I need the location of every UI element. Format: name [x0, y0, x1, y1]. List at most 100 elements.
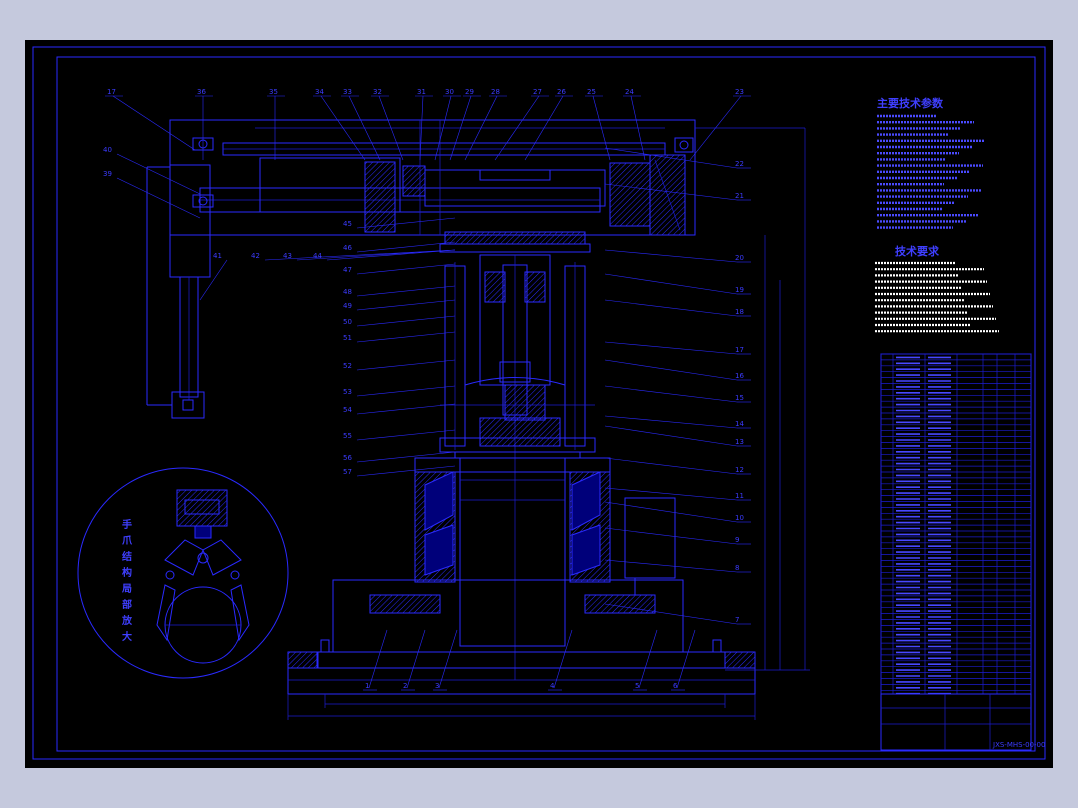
center-column	[439, 231, 596, 680]
callout-leader	[406, 629, 426, 689]
callout-leader	[326, 249, 456, 261]
callout-label: 8	[735, 564, 739, 572]
callout-leader	[199, 259, 228, 301]
callout-leader	[604, 559, 738, 573]
callout-label: 24	[625, 88, 634, 96]
callout-leader	[356, 465, 456, 477]
callout-label: 32	[373, 88, 382, 96]
callout-leader	[604, 487, 738, 501]
gripper-caption-char: 爪	[122, 535, 133, 547]
callout-leader	[356, 451, 456, 463]
dimension-lines	[695, 127, 810, 671]
callout-leader	[638, 629, 658, 689]
callout-label: 49	[343, 302, 352, 310]
gripper-caption-char: 构	[122, 566, 132, 579]
callout-label: 5	[635, 682, 639, 690]
callout-leader	[604, 273, 738, 295]
gripper-caption-char: 局	[121, 583, 132, 595]
callout-leader	[494, 95, 540, 161]
callout-label: 29	[465, 88, 474, 96]
callout-leader	[604, 457, 738, 475]
callout-label: 23	[735, 88, 744, 96]
callout-leader	[356, 359, 456, 371]
params-panel: 主要技术参数 技术要求	[875, 96, 999, 333]
callout-leader	[604, 147, 738, 169]
callout-leader	[419, 95, 424, 161]
callout-label: 17	[107, 88, 116, 96]
callout-label: 14	[735, 420, 744, 428]
callout-label: 21	[735, 192, 744, 200]
callout-leader	[604, 501, 738, 523]
callout-label: 39	[103, 170, 112, 178]
callout-leader	[604, 341, 738, 355]
callout-label: 19	[735, 286, 744, 294]
callout-label: 30	[445, 88, 454, 96]
callout-leader	[438, 629, 458, 689]
callout-label: 4	[550, 682, 555, 690]
callout-leader	[604, 425, 738, 447]
callout-label: 20	[735, 254, 744, 262]
callout-label: 10	[735, 514, 744, 522]
callout-label: 44	[313, 252, 322, 260]
callout-label: 53	[343, 388, 352, 396]
callout-leader	[553, 629, 573, 689]
callout-label: 42	[251, 252, 260, 260]
callout-label: 3	[435, 682, 439, 690]
callout-label: 1	[365, 682, 369, 690]
callout-leader	[112, 95, 196, 151]
callout-label: 34	[315, 88, 324, 96]
callout-leader	[434, 95, 452, 161]
callout-leader	[116, 177, 201, 219]
callout-leader	[116, 153, 201, 195]
callout-label: 6	[673, 682, 678, 690]
callout-leader	[604, 415, 738, 429]
callout-label: 7	[735, 616, 739, 624]
callout-label: 26	[557, 88, 566, 96]
callout-leader	[604, 249, 738, 263]
callout-leader	[264, 249, 456, 261]
callout-label: 43	[283, 252, 292, 260]
callout-leader	[378, 95, 404, 161]
callout-label: 18	[735, 308, 744, 316]
callout-leader	[604, 183, 738, 201]
callout-leader	[464, 95, 498, 161]
callout-label: 28	[491, 88, 500, 96]
inner-frame	[56, 56, 1036, 752]
callout-label: 52	[343, 362, 352, 370]
callout-label: 50	[343, 318, 352, 326]
callout-leader	[356, 263, 456, 275]
callout-label: 41	[213, 252, 222, 260]
gripper-caption-char: 部	[122, 598, 132, 611]
callout-leader	[368, 629, 388, 689]
callout-label: 2	[403, 682, 407, 690]
callout-label: 36	[197, 88, 206, 96]
callout-label: 13	[735, 438, 744, 446]
callout-leader	[604, 299, 738, 317]
callout-label: 16	[735, 372, 744, 380]
gripper-caption-char: 放	[121, 614, 133, 627]
callout-leader	[356, 217, 456, 229]
callout-leader	[592, 95, 611, 161]
gripper-caption-char: 手	[122, 518, 132, 531]
callout-leader	[356, 299, 456, 311]
callout-label: 40	[103, 146, 112, 154]
callout-label: 51	[343, 334, 352, 342]
gripper-caption-char: 结	[122, 550, 132, 563]
callout-leader	[356, 403, 456, 415]
callout-label: 22	[735, 160, 744, 168]
parts-table	[880, 353, 1032, 695]
callout-leader	[356, 385, 456, 397]
callout-label: 35	[269, 88, 278, 96]
callout-label: 46	[343, 244, 352, 252]
callout-leader	[604, 359, 738, 381]
outer-frame	[32, 46, 1046, 760]
callout-label: 45	[343, 220, 352, 228]
callout-label: 56	[343, 454, 352, 462]
callout-leader	[524, 95, 564, 161]
callout-leader	[630, 95, 646, 161]
callout-leader	[356, 429, 456, 441]
callout-label: 47	[343, 266, 352, 274]
